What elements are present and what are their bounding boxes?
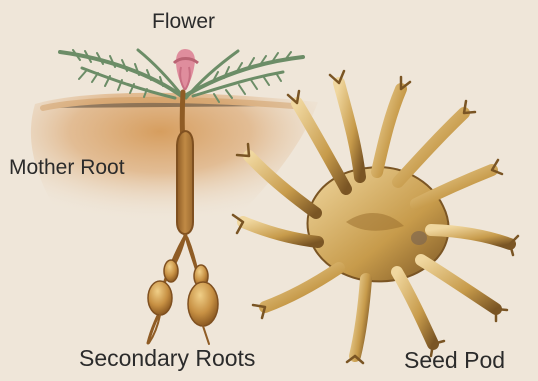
secondary-roots-label: Secondary Roots (79, 347, 255, 370)
flower-label: Flower (152, 11, 215, 32)
mother-root-label: Mother Root (9, 157, 125, 178)
seed-pod-label: Seed Pod (404, 349, 505, 372)
